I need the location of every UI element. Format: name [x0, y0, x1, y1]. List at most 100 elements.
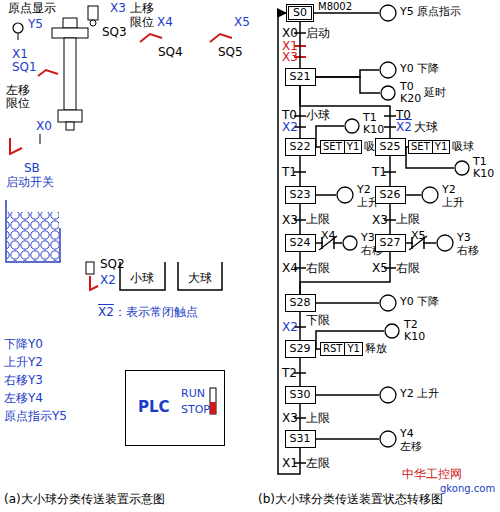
connector: [299, 358, 301, 386]
label: X2: [282, 321, 298, 334]
label: 下限: [306, 314, 330, 327]
output-coil: T1K10: [344, 118, 360, 134]
label: 启动: [306, 27, 330, 40]
coil-label: Y3: [457, 232, 471, 244]
connector: [316, 438, 380, 440]
coil-label: K20: [400, 93, 421, 105]
coil-label: T2: [404, 319, 418, 331]
connector: [316, 302, 380, 304]
label: 启动开关: [6, 176, 54, 189]
lamp: [13, 23, 23, 33]
label: X0: [36, 120, 52, 133]
coil-circle: [380, 85, 396, 101]
step-box: S27: [375, 234, 406, 252]
small-ball-bin: [120, 262, 165, 290]
sq2-switch: [86, 262, 94, 274]
coil-label: T0: [400, 81, 414, 93]
coil-label: Y4: [400, 428, 414, 440]
instruction-cell: Y1: [345, 343, 361, 355]
connector: [299, 312, 301, 340]
step-label: S28: [290, 297, 311, 309]
caption: (b)大小球分类传送装置状态转移图: [258, 493, 443, 506]
label: 原点指示Y5: [4, 410, 67, 423]
label: X5: [411, 229, 426, 242]
action-note: 吸球: [452, 140, 474, 153]
output-coil: Y2 上升: [379, 386, 397, 404]
coil-circle: [436, 234, 454, 252]
instruction-cell: Y1: [345, 141, 361, 153]
step-box: S0: [286, 4, 314, 22]
coil-label: T1: [363, 112, 377, 124]
label: ：表示常闭触点: [114, 306, 198, 319]
coil-label: Y0 下降: [400, 63, 439, 75]
label: SQ3: [102, 26, 127, 39]
connector: [389, 156, 391, 186]
label: X2: [100, 274, 116, 287]
trolley-top: [63, 18, 77, 28]
connector: [316, 70, 380, 77]
sq2-lever: [90, 276, 98, 290]
step-label: S31: [290, 433, 311, 445]
coil-label: K10: [363, 124, 384, 136]
coil-circle: [342, 235, 358, 251]
coil-circle: [384, 323, 400, 339]
magnet-head: [58, 110, 82, 122]
label: X5: [372, 262, 388, 275]
label: SQ5: [218, 46, 243, 59]
instruction-cell: Y1: [433, 141, 449, 153]
coil-circle: [454, 160, 470, 176]
step-label: S21: [290, 71, 311, 83]
step-label: S27: [380, 237, 401, 249]
label: X3: [110, 2, 126, 15]
step-label: S24: [290, 237, 311, 249]
connector: [299, 22, 301, 68]
coil-label: Y2 上升: [400, 388, 439, 400]
output-coil: Y2上升: [421, 186, 439, 204]
instruction-cell: SET: [409, 141, 433, 153]
step-label: S30: [290, 389, 311, 401]
label: 右限: [306, 262, 330, 275]
label: SQ2: [100, 258, 125, 271]
label: 大球: [414, 121, 438, 134]
step-box: S28: [285, 294, 316, 312]
start-button: [10, 138, 22, 154]
step-box: S25: [375, 138, 406, 156]
action-note: 释放: [365, 342, 387, 355]
connector: [299, 204, 301, 234]
label: Y5: [28, 18, 43, 31]
coil-label: 左移: [400, 441, 422, 453]
rod: [64, 38, 76, 110]
label: 上移: [130, 2, 154, 15]
coil-label: 上升: [442, 197, 464, 209]
instruction-cell: SET: [321, 141, 345, 153]
label: 限位: [130, 16, 154, 29]
sq4-switch: [140, 34, 162, 42]
sq5-switch: [210, 34, 232, 42]
coil-circle: [379, 430, 397, 448]
label: 上限: [396, 213, 420, 226]
label: X3: [282, 51, 298, 64]
label: T1: [282, 166, 297, 179]
big-ball-bin: [178, 262, 222, 290]
watermark: gkong.com: [440, 482, 495, 495]
connector: [300, 252, 390, 294]
connector: [314, 12, 379, 14]
label: SB: [24, 162, 40, 175]
run-stop-slot: [210, 388, 216, 414]
label: T1: [372, 166, 387, 179]
ball-bin: [6, 200, 60, 262]
label: X2: [98, 306, 114, 319]
label: X5: [234, 16, 250, 29]
coil-label: 延时: [424, 87, 446, 99]
connector: [316, 394, 380, 396]
instruction-box: SETY1吸球: [408, 140, 450, 154]
connector: [389, 204, 391, 234]
label: 右移Y3: [4, 374, 43, 387]
output-coil: Y3右移: [342, 235, 358, 251]
label: X1: [12, 48, 28, 61]
output-coil: Y3右移: [436, 234, 454, 252]
coil-circle: [421, 186, 439, 204]
coil-circle: [344, 118, 360, 134]
trolley: [52, 28, 88, 38]
